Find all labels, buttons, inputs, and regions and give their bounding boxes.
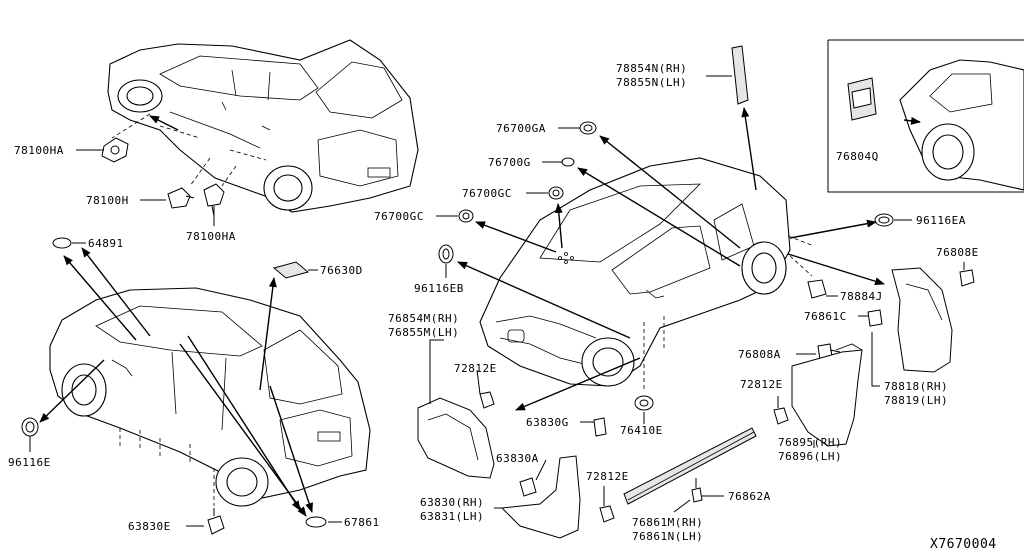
car-bottom-left	[49, 287, 371, 507]
label-96116EA: 96116EA	[916, 214, 966, 227]
small-parts	[21, 45, 975, 535]
label-63831: 63831(LH)	[420, 510, 484, 523]
label-76855M: 76855M(LH)	[388, 326, 459, 339]
label-96116E: 96116E	[8, 456, 51, 469]
car-center	[479, 157, 791, 387]
label-76808E: 76808E	[936, 246, 979, 259]
diagram-code: X7670004	[930, 537, 997, 552]
label-67861: 67861	[344, 516, 380, 529]
label-76862A: 76862A	[728, 490, 771, 503]
label-76700G: 76700G	[488, 156, 531, 169]
label-76861C: 76861C	[804, 310, 847, 323]
label-78100HA-bottom: 78100HA	[186, 230, 236, 243]
label-76895: 76895(RH)	[778, 436, 842, 449]
label-76410E: 76410E	[620, 424, 663, 437]
label-78884J: 78884J	[840, 290, 883, 303]
label-76630D: 76630D	[320, 264, 363, 277]
label-76804Q: 76804Q	[836, 150, 879, 163]
label-76700GC-lower: 76700GC	[374, 210, 424, 223]
label-76861M: 76861M(RH)	[632, 516, 703, 529]
label-72812E-right: 72812E	[740, 378, 783, 391]
label-78100H: 78100H	[86, 194, 129, 207]
label-76861N: 76861N(LH)	[632, 530, 703, 543]
label-76700GC-upper: 76700GC	[462, 187, 512, 200]
label-96116EB: 96116EB	[414, 282, 464, 295]
label-78819: 78819(LH)	[884, 394, 948, 407]
label-72812E-left: 72812E	[454, 362, 497, 375]
label-78818: 78818(RH)	[884, 380, 948, 393]
label-63830G: 63830G	[526, 416, 569, 429]
label-76700GA: 76700GA	[496, 122, 546, 135]
large-panels	[417, 267, 953, 539]
dashed-locators	[111, 113, 815, 506]
label-63830A: 63830A	[496, 452, 539, 465]
label-64891: 64891	[88, 237, 124, 250]
inset-box	[827, 39, 1024, 193]
label-63830: 63830(RH)	[420, 496, 484, 509]
label-63830E: 63830E	[128, 520, 171, 533]
label-76854M: 76854M(RH)	[388, 312, 459, 325]
label-78100HA-top: 78100HA	[14, 144, 64, 157]
part-labels: 78100HA 78100H 78100HA 64891 76630D 9611…	[8, 62, 997, 552]
label-76808A: 76808A	[738, 348, 781, 361]
label-78854N: 78854N(RH)	[616, 62, 687, 75]
car-top-left	[107, 39, 419, 213]
label-76896: 76896(LH)	[778, 450, 842, 463]
label-72812E-bottom: 72812E	[586, 470, 629, 483]
arrows	[39, 107, 921, 517]
label-78855N: 78855N(LH)	[616, 76, 687, 89]
leader-lines	[29, 75, 965, 527]
